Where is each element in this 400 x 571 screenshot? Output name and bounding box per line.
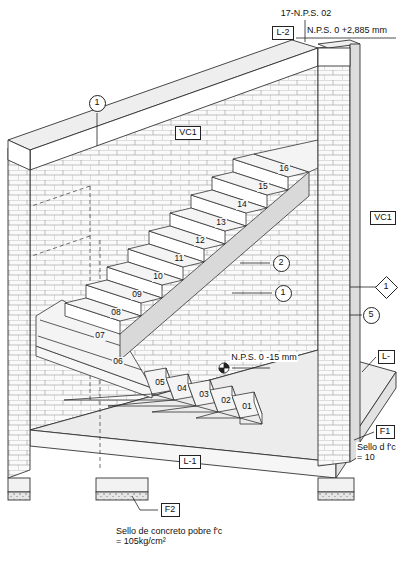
step-number: 03 [198, 390, 209, 400]
stair-part [107, 262, 183, 285]
step-number: 05 [154, 378, 165, 388]
beam-tag: L-2 [272, 26, 294, 40]
step-number: 11 [174, 254, 185, 264]
seal-note: Sello de concreto pobre f'c = 105kg/cm² [115, 526, 227, 547]
callout-text: L-1 [183, 457, 196, 467]
beam-tag: L-1 [179, 455, 201, 469]
footing-tag: F2 [161, 503, 180, 517]
stair-part [240, 418, 262, 424]
callout-text: VC1 [179, 128, 197, 138]
stair-flights [36, 140, 318, 424]
step-number: 01 [241, 402, 252, 412]
leader-lines [97, 20, 396, 510]
callout-text: L- [382, 352, 390, 362]
step-number: 14 [236, 200, 247, 210]
step-number: 13 [215, 218, 226, 228]
back-walls [8, 40, 396, 478]
step-number: 16 [278, 164, 289, 174]
step-number: 04 [176, 384, 187, 394]
stair-part [149, 226, 225, 249]
callout-text: VC1 [374, 213, 392, 223]
level-note: N.P.S. 0 -15 mm [230, 352, 297, 362]
callout-number: 2 [273, 255, 290, 272]
callout-text: F1 [380, 427, 391, 437]
seal-note: Sello d f'c = 10 [356, 442, 398, 463]
callout-text: L-2 [276, 28, 289, 38]
callout-number: 1 [275, 285, 292, 302]
callout-text: 1 [94, 98, 99, 108]
stair-part [196, 412, 240, 418]
step-number: 02 [220, 396, 231, 406]
stair-part [108, 400, 196, 406]
step-number: 12 [194, 236, 205, 246]
step-number: 07 [94, 331, 105, 341]
stair-part [170, 208, 246, 231]
level-note: 17-N.P.S. 02 [280, 8, 332, 18]
step-number: 10 [152, 272, 163, 282]
callout-text: 1 [280, 288, 285, 298]
callout-text: 2 [278, 258, 283, 268]
stair-part [128, 244, 204, 267]
level-note: N.P.S. 0 +2,885 mm [306, 25, 388, 35]
column-tag: VC1 [175, 126, 201, 140]
callout-number: 5 [363, 307, 380, 324]
step-number: 09 [131, 290, 142, 300]
stair-part [86, 280, 162, 303]
stair-part [64, 394, 174, 400]
front-structure [8, 40, 360, 500]
stair-part [152, 406, 218, 412]
callout-diamond: 1 [375, 276, 398, 299]
stair-part [65, 298, 141, 321]
step-number: 06 [112, 357, 123, 367]
step-number: 15 [257, 182, 268, 192]
stair-part [212, 172, 288, 195]
stair-part [191, 190, 267, 213]
stair-part [120, 172, 309, 360]
callout-text: F2 [165, 505, 176, 515]
beam-tag: L- [378, 350, 395, 364]
callout-number: 1 [89, 95, 106, 112]
stair-part [254, 392, 262, 424]
column-tag: VC1 [370, 211, 396, 225]
step-number: 08 [110, 308, 121, 318]
callout-text: 5 [368, 310, 373, 320]
callout-text: 1 [383, 282, 388, 292]
footing-tag: F1 [376, 425, 395, 439]
